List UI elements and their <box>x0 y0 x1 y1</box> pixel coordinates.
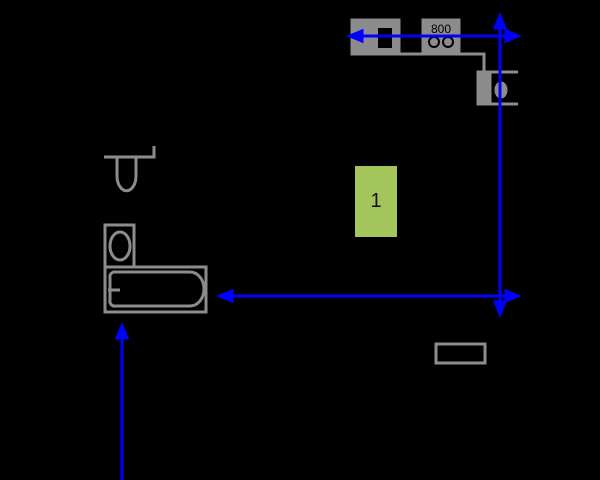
dimension-lines <box>114 12 522 480</box>
toilet <box>104 146 156 193</box>
svg-text:800: 800 <box>431 22 451 36</box>
bathtub <box>103 265 208 314</box>
washbasin <box>103 223 136 269</box>
radiator <box>434 342 487 365</box>
room-marker[interactable]: 1 <box>355 166 397 237</box>
room-number: 1 <box>370 190 382 212</box>
